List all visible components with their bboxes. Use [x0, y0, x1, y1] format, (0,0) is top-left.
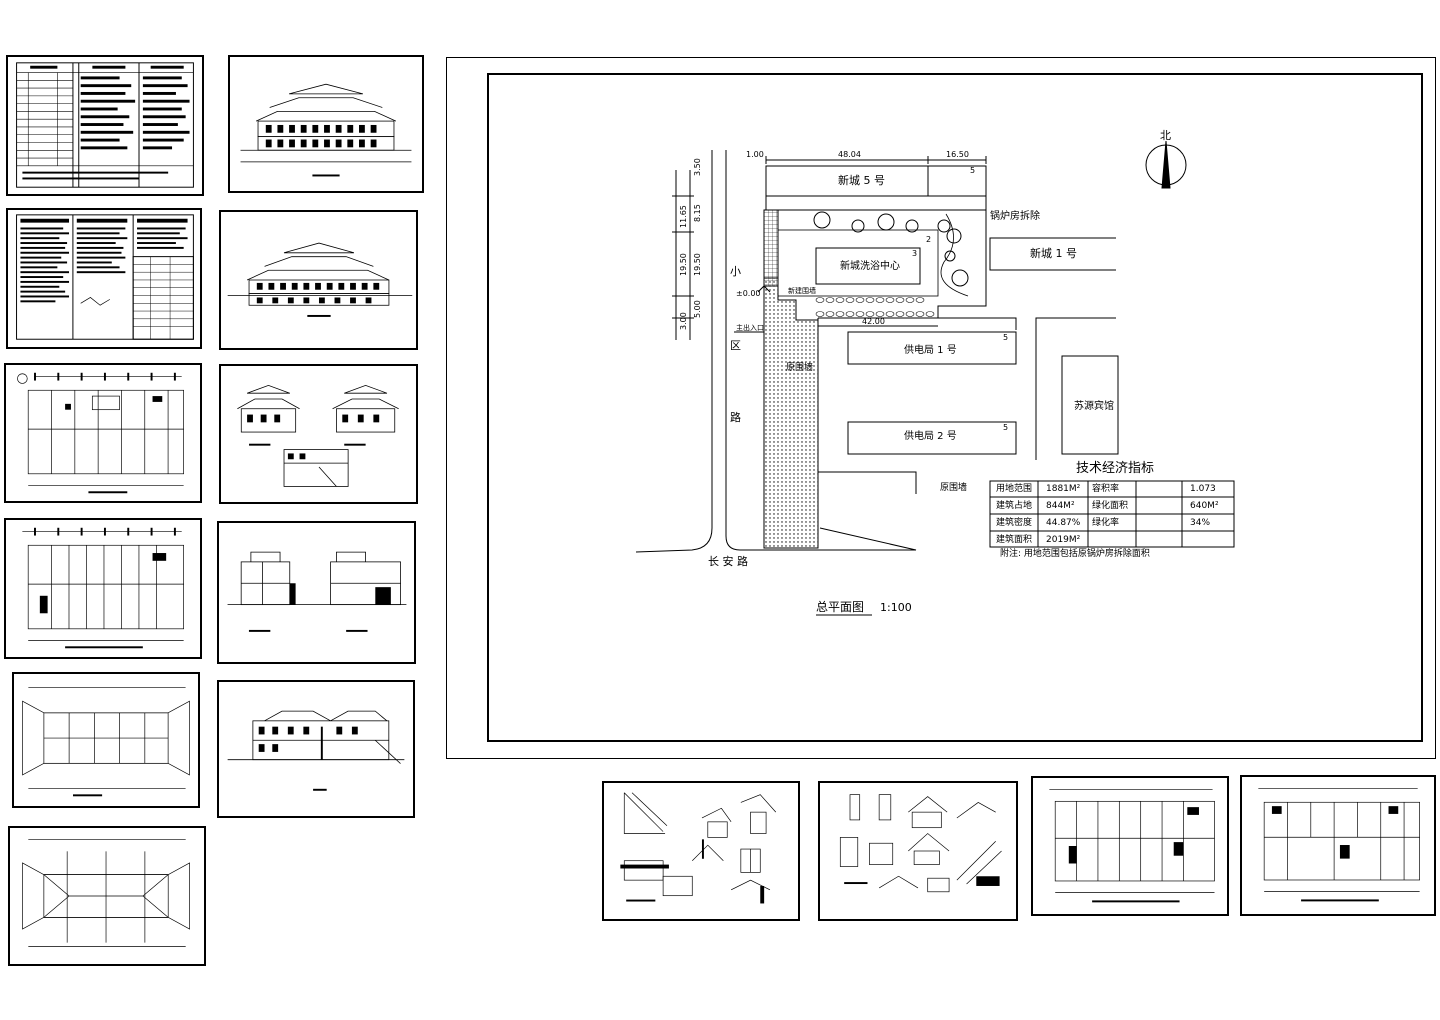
sheet-side-elevations[interactable]	[219, 364, 418, 504]
details-2-drawing	[839, 794, 1002, 893]
ridge-plan-drawing	[22, 839, 190, 947]
dim-left-e: 19.50	[693, 253, 702, 276]
floors-gongdian2: 5	[1003, 423, 1009, 432]
dim-left-b: 11.65	[679, 205, 688, 228]
tech-cell: 34%	[1190, 518, 1211, 528]
floors-wash-center: 3	[912, 249, 918, 258]
tech-cell: 1.073	[1190, 484, 1216, 494]
label-gongdian1: 供电局 1 号	[904, 345, 957, 356]
label-suyuan: 苏源宾馆	[1074, 401, 1114, 412]
road-changan: 长 安 路	[708, 555, 748, 568]
road-xiaoqu-2: 区	[730, 339, 741, 352]
side-elevations-drawing	[237, 385, 399, 487]
dim-top-a: 1.00	[746, 150, 764, 159]
tech-cell: 绿化面积	[1092, 501, 1129, 511]
label-gongdian2: 供电局 2 号	[904, 431, 957, 442]
sheet-rear-elevation[interactable]	[219, 210, 418, 350]
dim-left-d: 19.50	[679, 253, 688, 276]
design-notes-drawing	[16, 214, 194, 340]
label-wash-center: 新城洗浴中心	[840, 261, 900, 272]
site-plan-outer-frame	[446, 57, 1436, 759]
rear-elevation-drawing	[227, 242, 413, 317]
front-elevation-drawing	[240, 83, 412, 177]
sheet-section-elevation[interactable]	[217, 680, 415, 818]
sheet-ridge-plan[interactable]	[8, 826, 206, 966]
road-xiaoqu-1: 小	[730, 265, 741, 278]
sheet-fourth-floor-plan[interactable]	[1240, 775, 1436, 916]
sheet-front-elevation[interactable]	[228, 55, 424, 193]
floors-gongdian1: 5	[1003, 333, 1009, 342]
tech-cell: 建筑面积	[996, 535, 1033, 545]
sheet-third-floor-plan[interactable]	[1031, 776, 1229, 916]
sheet-first-floor-plan[interactable]	[4, 363, 202, 503]
tech-cell: 用地范围	[996, 484, 1033, 494]
label-xincheng1: 新城 1 号	[1030, 247, 1077, 260]
sheet-sections[interactable]	[217, 521, 416, 664]
tech-table-title: 技术经济指标	[1076, 461, 1155, 476]
dim-left-g: 3.00	[679, 312, 688, 330]
sheet-second-floor-plan[interactable]	[4, 518, 202, 659]
roof-plan-drawing	[22, 687, 190, 797]
note-elevation: ±0.00	[736, 289, 761, 298]
tech-cell: 1881M²	[1046, 484, 1081, 494]
details-1-drawing	[620, 792, 777, 904]
note-original-wall-2: 原围墙	[940, 483, 968, 493]
sections-drawing	[227, 551, 407, 632]
note-boiler-demolish: 锅炉房拆除	[990, 211, 1040, 222]
sheet-details-1[interactable]	[602, 781, 800, 921]
site-plan-inner-frame	[487, 73, 1423, 742]
tech-cell: 绿化率	[1092, 518, 1120, 528]
site-plan-title: 总平面图	[816, 600, 865, 614]
tech-cell: 2019M²	[1046, 535, 1081, 545]
sheet-details-2[interactable]	[818, 781, 1018, 921]
first-floor-plan-drawing	[17, 372, 184, 494]
dim-left-a: 3.50	[693, 158, 702, 176]
tech-cell: 建筑占地	[996, 501, 1033, 511]
index-table-drawing	[16, 62, 194, 188]
dim-top-b: 48.04	[838, 150, 861, 159]
sheet-roof-plan[interactable]	[12, 672, 200, 808]
sheet-cover-index[interactable]	[6, 55, 204, 196]
north-label: 北	[1160, 129, 1171, 142]
dim-left-c: 8.15	[693, 204, 702, 222]
section-elevation-drawing	[227, 710, 405, 791]
third-floor-plan-drawing	[1049, 789, 1215, 903]
tech-cell: 640M²	[1190, 501, 1219, 511]
tech-table-note: 附注: 用地范围包括原锅炉房拆除面积	[1000, 549, 1150, 559]
road-xiaoqu-3: 路	[730, 411, 741, 424]
dim-mid: 42.00	[862, 317, 885, 326]
dim-left-f: 5.00	[693, 300, 702, 318]
floors-xincheng5: 5	[970, 166, 976, 175]
tech-cell: 44.87%	[1046, 518, 1081, 528]
note-original-wall-1: 原围墙	[786, 363, 814, 373]
fourth-floor-plan-drawing	[1258, 788, 1420, 902]
floors-boiler: 2	[926, 235, 932, 244]
dim-top-c: 16.50	[946, 150, 969, 159]
tech-cell: 容积率	[1092, 484, 1120, 494]
sheet-design-notes[interactable]	[6, 208, 202, 349]
tech-cell: 建筑密度	[996, 518, 1033, 528]
tech-cell: 844M²	[1046, 501, 1075, 511]
second-floor-plan-drawing	[22, 527, 184, 649]
note-new-wall: 新建围墙	[788, 287, 816, 295]
note-entrance: 主出入口	[736, 324, 764, 332]
label-xincheng5: 新城 5 号	[838, 174, 885, 187]
site-plan-scale: 1:100	[880, 601, 912, 614]
